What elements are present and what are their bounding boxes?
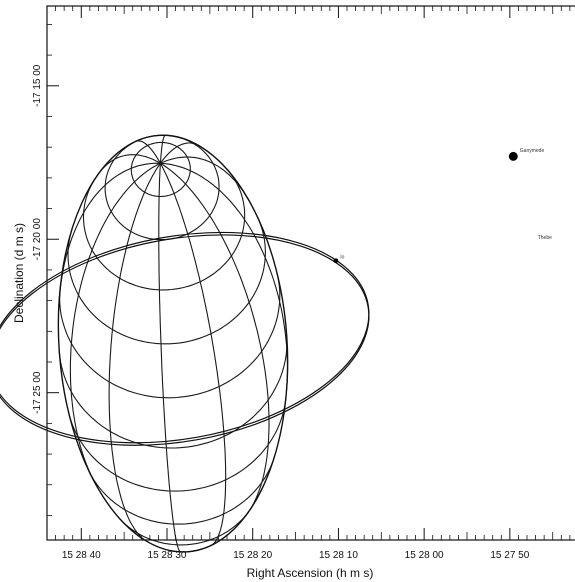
planet-parallel [87, 454, 276, 525]
planet-wireframe [0, 134, 370, 553]
satellite-label: Ganymede [520, 148, 545, 154]
satellite-label: Thebe [538, 235, 552, 241]
planet-parallel [58, 335, 288, 449]
planet-limb [57, 134, 289, 553]
planet-meridian [159, 142, 200, 164]
planet-meridian [160, 162, 270, 514]
x-axis-title: Right Ascension (h m s) [247, 566, 374, 580]
y-axis-title: Declination (d m s) [12, 223, 26, 323]
planet-parallel [130, 141, 191, 198]
planet-meridian [159, 163, 227, 547]
satellite-label: Io [340, 254, 344, 260]
x-tick-label: 15 28 00 [405, 550, 444, 561]
satellite-point [508, 151, 518, 161]
x-tick-label: 15 28 20 [233, 550, 272, 561]
x-tick-label: 15 27 50 [490, 550, 529, 561]
planet-meridian [160, 162, 289, 391]
y-tick-label: -17 25 00 [32, 371, 43, 414]
x-tick-label: 15 28 10 [319, 550, 358, 561]
x-tick-label: 15 28 30 [148, 550, 187, 561]
planet-meridian [69, 162, 161, 486]
planet-ring [0, 234, 370, 446]
planet-meridian [158, 163, 181, 553]
y-tick-label: -17 20 00 [32, 218, 43, 261]
planet-parallel [67, 396, 287, 492]
plot-frame [46, 5, 575, 541]
satellite-point [333, 258, 339, 264]
axis-ticks: 15 28 40 15 28 30 15 28 20 15 28 10 15 28 00… [32, 6, 571, 561]
planet-meridian [159, 134, 166, 164]
y-tick-label: -17 15 00 [32, 64, 43, 107]
x-tick-label: 15 28 40 [62, 550, 101, 561]
planet-meridian [108, 162, 161, 542]
